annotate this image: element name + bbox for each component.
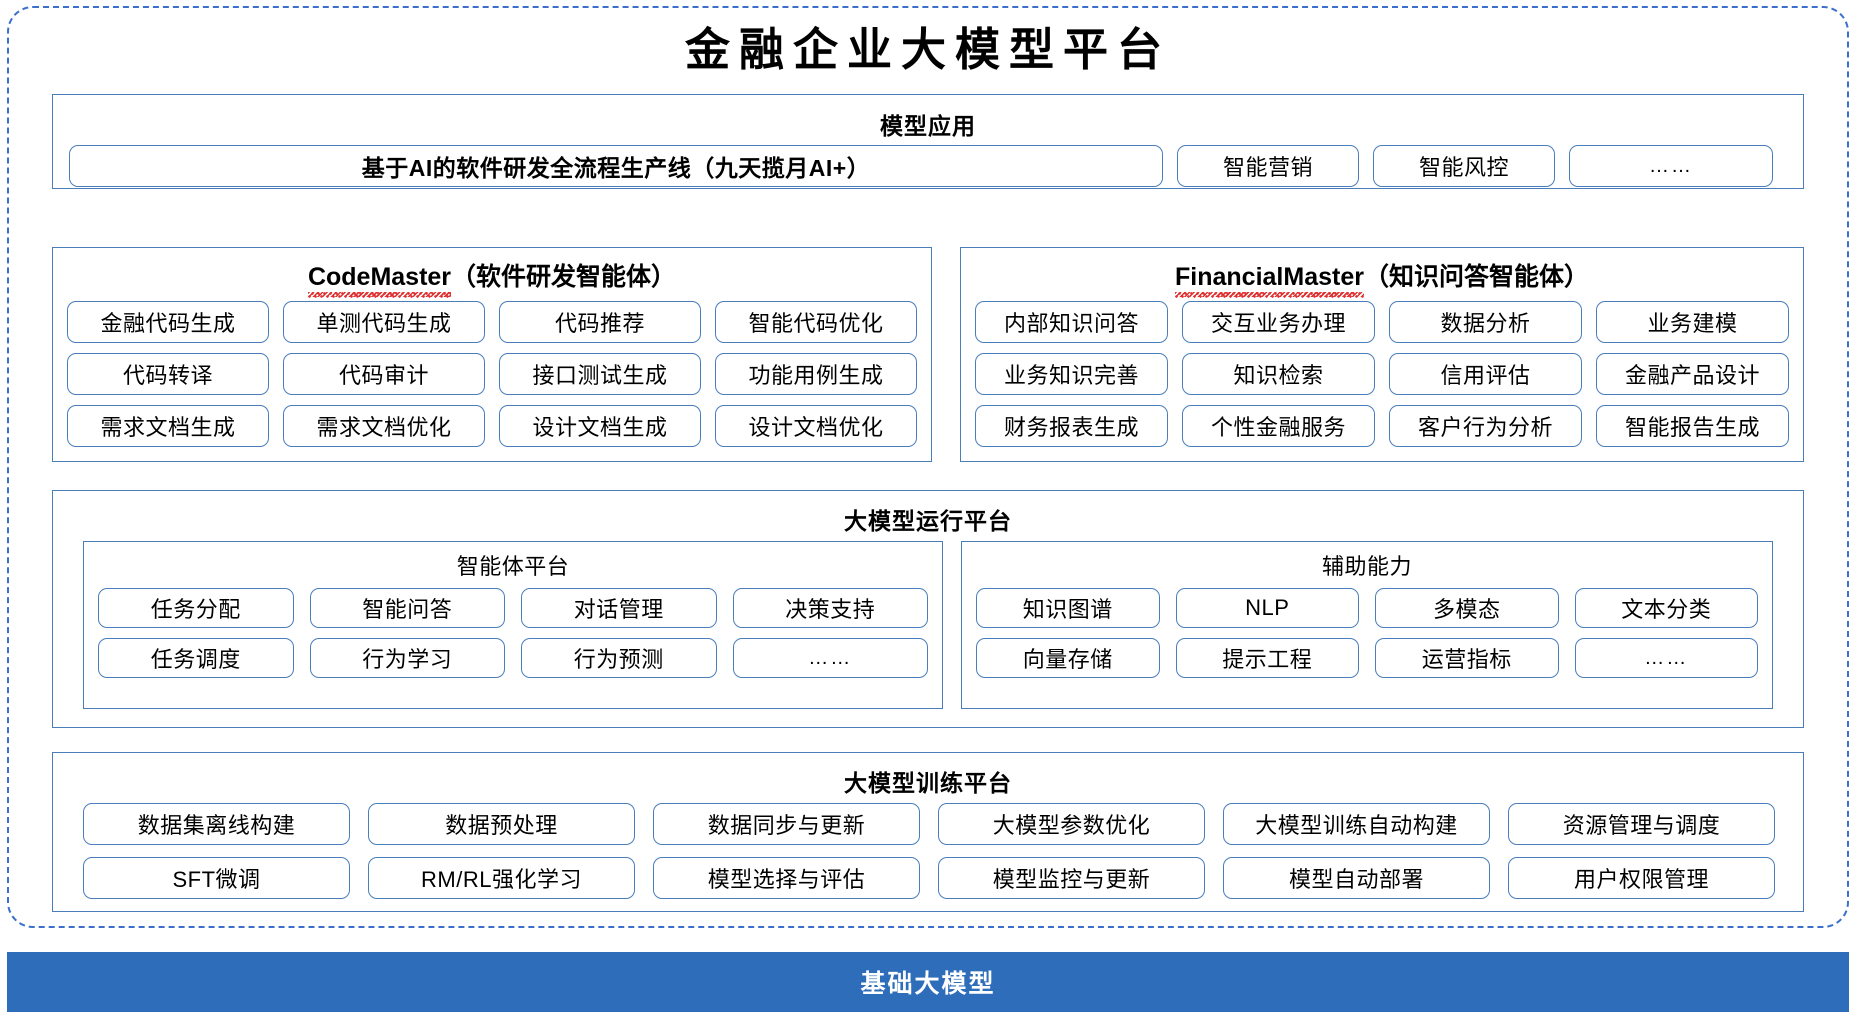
codemaster-chip[interactable]: 智能代码优化: [715, 301, 917, 343]
auxiliary-chip[interactable]: 知识图谱: [976, 588, 1160, 628]
codemaster-capability-grid: 金融代码生成 单测代码生成 代码推荐 智能代码优化 代码转译 代码审计 接口测试…: [67, 301, 917, 447]
training-platform-title: 大模型训练平台: [844, 770, 1012, 796]
auxiliary-capability-grid: 知识图谱 NLP 多模态 文本分类 向量存储 提示工程 运营指标 ……: [976, 588, 1758, 678]
training-chip[interactable]: 模型选择与评估: [653, 857, 920, 899]
training-chip[interactable]: 用户权限管理: [1508, 857, 1775, 899]
codemaster-chip[interactable]: 金融代码生成: [67, 301, 269, 343]
runtime-platform-section: 大模型运行平台 智能体平台 任务分配 智能问答 对话管理 决策支持 任务调度 行…: [52, 490, 1804, 728]
codemaster-chip[interactable]: 需求文档生成: [67, 405, 269, 447]
base-model-label: 基础大模型: [860, 970, 996, 998]
auxiliary-chip[interactable]: 向量存储: [976, 638, 1160, 678]
agent-platform-chip[interactable]: 行为学习: [309, 638, 505, 678]
agent-platform-chip[interactable]: 行为预测: [521, 638, 717, 678]
app-chip-smart-risk-control[interactable]: 智能风控: [1373, 145, 1555, 187]
financialmaster-capability-grid: 内部知识问答 交互业务办理 数据分析 业务建模 业务知识完善 知识检索 信用评估…: [975, 301, 1789, 447]
financialmaster-chip[interactable]: 业务知识完善: [975, 353, 1168, 395]
financialmaster-chip[interactable]: 信用评估: [1389, 353, 1582, 395]
codemaster-chip[interactable]: 设计文档优化: [715, 405, 917, 447]
codemaster-heading: CodeMaster（软件研发智能体）: [67, 257, 917, 298]
codemaster-chip[interactable]: 代码转译: [67, 353, 269, 395]
auxiliary-capability-title: 辅助能力: [1321, 554, 1412, 579]
agent-platform-chip[interactable]: 任务调度: [98, 638, 294, 678]
training-chip[interactable]: 模型自动部署: [1223, 857, 1490, 899]
runtime-platform-title: 大模型运行平台: [844, 508, 1012, 534]
base-model-bar: 基础大模型: [7, 952, 1849, 1012]
agent-platform-chip[interactable]: 决策支持: [732, 588, 928, 628]
financialmaster-chip[interactable]: 财务报表生成: [975, 405, 1168, 447]
agent-platform-panel: 智能体平台 任务分配 智能问答 对话管理 决策支持 任务调度 行为学习 行为预测…: [83, 541, 943, 709]
financialmaster-name: FinancialMaster: [1175, 263, 1364, 298]
financialmaster-chip[interactable]: 内部知识问答: [975, 301, 1168, 343]
training-chip[interactable]: 大模型参数优化: [938, 803, 1205, 845]
financialmaster-chip[interactable]: 知识检索: [1182, 353, 1375, 395]
training-chip[interactable]: 数据集离线构建: [83, 803, 350, 845]
codemaster-subtitle: （软件研发智能体）: [451, 263, 677, 291]
auxiliary-capability-panel: 辅助能力 知识图谱 NLP 多模态 文本分类 向量存储 提示工程 运营指标 ……: [961, 541, 1773, 709]
financialmaster-chip[interactable]: 数据分析: [1389, 301, 1582, 343]
app-chip-smart-marketing[interactable]: 智能营销: [1177, 145, 1359, 187]
financialmaster-chip[interactable]: 智能报告生成: [1596, 405, 1789, 447]
agent-platform-chip[interactable]: 智能问答: [309, 588, 505, 628]
model-application-title: 模型应用: [880, 113, 976, 139]
auxiliary-chip[interactable]: NLP: [1175, 588, 1359, 628]
codemaster-chip[interactable]: 代码审计: [283, 353, 485, 395]
agent-platform-grid: 任务分配 智能问答 对话管理 决策支持 任务调度 行为学习 行为预测 ……: [98, 588, 928, 678]
codemaster-chip[interactable]: 接口测试生成: [499, 353, 701, 395]
training-platform-grid: 数据集离线构建 数据预处理 数据同步与更新 大模型参数优化 大模型训练自动构建 …: [83, 803, 1775, 899]
app-chip-ai-pipeline[interactable]: 基于AI的软件研发全流程生产线（九天揽月AI+）: [69, 145, 1163, 187]
auxiliary-chip[interactable]: 多模态: [1375, 588, 1559, 628]
agent-platform-chip[interactable]: 对话管理: [521, 588, 717, 628]
model-application-items: 基于AI的软件研发全流程生产线（九天揽月AI+） 智能营销 智能风控 ……: [69, 145, 1789, 187]
training-chip[interactable]: 大模型训练自动构建: [1223, 803, 1490, 845]
app-chip-more[interactable]: ……: [1569, 145, 1773, 187]
financialmaster-subtitle: （知识问答智能体）: [1363, 263, 1589, 291]
financialmaster-chip[interactable]: 金融产品设计: [1596, 353, 1789, 395]
codemaster-section: CodeMaster（软件研发智能体） 金融代码生成 单测代码生成 代码推荐 智…: [52, 247, 932, 462]
agent-platform-chip[interactable]: 任务分配: [98, 588, 294, 628]
financialmaster-heading: FinancialMaster（知识问答智能体）: [975, 257, 1789, 298]
page-title: 金融企业大模型平台: [684, 23, 1171, 76]
codemaster-name: CodeMaster: [307, 263, 452, 298]
model-application-section: 模型应用 基于AI的软件研发全流程生产线（九天揽月AI+） 智能营销 智能风控 …: [52, 94, 1804, 189]
auxiliary-chip[interactable]: 文本分类: [1574, 588, 1758, 628]
auxiliary-chip[interactable]: 运营指标: [1375, 638, 1559, 678]
codemaster-chip[interactable]: 需求文档优化: [283, 405, 485, 447]
training-platform-section: 大模型训练平台 数据集离线构建 数据预处理 数据同步与更新 大模型参数优化 大模…: [52, 752, 1804, 912]
training-chip[interactable]: 数据预处理: [368, 803, 635, 845]
training-chip[interactable]: 数据同步与更新: [653, 803, 920, 845]
financialmaster-section: FinancialMaster（知识问答智能体） 内部知识问答 交互业务办理 数…: [960, 247, 1804, 462]
auxiliary-chip[interactable]: 提示工程: [1175, 638, 1359, 678]
codemaster-chip[interactable]: 代码推荐: [499, 301, 701, 343]
training-chip[interactable]: 资源管理与调度: [1508, 803, 1775, 845]
training-chip[interactable]: 模型监控与更新: [938, 857, 1205, 899]
training-chip[interactable]: SFT微调: [83, 857, 350, 899]
financialmaster-chip[interactable]: 个性金融服务: [1182, 405, 1375, 447]
agent-platform-chip-more[interactable]: ……: [732, 638, 928, 678]
financialmaster-chip[interactable]: 客户行为分析: [1389, 405, 1582, 447]
training-chip[interactable]: RM/RL强化学习: [368, 857, 635, 899]
financialmaster-chip[interactable]: 交互业务办理: [1182, 301, 1375, 343]
auxiliary-chip-more[interactable]: ……: [1574, 638, 1758, 678]
codemaster-chip[interactable]: 设计文档生成: [499, 405, 701, 447]
agent-platform-title: 智能体平台: [456, 554, 570, 579]
financialmaster-chip[interactable]: 业务建模: [1596, 301, 1789, 343]
codemaster-chip[interactable]: 单测代码生成: [283, 301, 485, 343]
codemaster-chip[interactable]: 功能用例生成: [715, 353, 917, 395]
